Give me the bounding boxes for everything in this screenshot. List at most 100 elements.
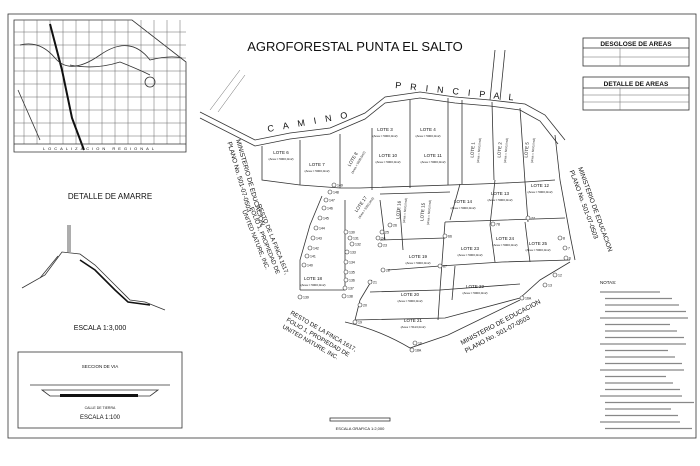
tie-detail: DETALLE DE AMARRE ESCALA 1:3,000 — [21, 192, 166, 332]
lot-label: LOTE 3(Area = 5000,0m2) — [372, 127, 397, 138]
survey-point-marker — [313, 225, 319, 231]
survey-point-label: 139 — [303, 296, 309, 300]
survey-point-label: 21 — [373, 281, 377, 285]
lot-area: (Area = 5000,0m2) — [487, 198, 512, 202]
lot-name: LOTE 14 — [454, 199, 473, 204]
graphic-scale: ESCALA GRAFICA 1:2,000 — [329, 417, 391, 431]
lot-label: LOTE 8(Area = 5000,0m2) — [347, 151, 367, 175]
lot-area: (Area = 5000,0m2) — [372, 134, 397, 138]
lot-label: LOTE 19(Area = 5000,0m2) — [405, 254, 430, 265]
survey-point-label: 143 — [316, 237, 322, 241]
notes-block: NOTAS: — [600, 280, 694, 430]
survey-point-marker — [347, 235, 353, 241]
survey-point-marker — [409, 347, 415, 353]
lot-name: LOTE 24 — [496, 236, 515, 241]
lot-area: (Area = 5000,0m2) — [426, 200, 432, 225]
lot-label: LOTE 16(Area = 5000,0m2) — [395, 198, 408, 223]
survey-point-marker — [562, 245, 568, 251]
lot-name: LOTE 7 — [309, 162, 325, 167]
survey-point-label: 142 — [313, 247, 319, 251]
lot-name: LOTE 23 — [461, 246, 480, 251]
survey-point-label: 134 — [349, 261, 355, 265]
area-detail-table: DETALLE DE AREAS — [582, 76, 690, 111]
notes-title: NOTAS: — [600, 280, 616, 285]
survey-point-marker — [557, 235, 563, 241]
lot-name: LOTE 10 — [379, 153, 398, 158]
survey-point-label: 137 — [348, 287, 354, 291]
survey-point-marker — [349, 241, 355, 247]
lot-name: LOTE 2 — [496, 141, 502, 157]
survey-point-marker — [437, 263, 443, 269]
lot-label: LOTE 7(Area = 5000,0m2) — [304, 162, 329, 173]
survey-point-label: 135 — [349, 271, 355, 275]
lot-label: LOTE 12(Area = 5000,0m2) — [527, 183, 552, 194]
survey-point-marker — [387, 222, 393, 228]
survey-point-marker — [343, 229, 349, 235]
survey-point-marker — [297, 294, 303, 300]
lot-name: LOTE 1 — [469, 141, 475, 157]
lot-area: (Area = 5000,0m2) — [402, 198, 408, 223]
survey-point-label: 141 — [310, 255, 316, 259]
lot-name: LOTE 11 — [424, 153, 442, 158]
lot-label: LOTE 25(Area = 5000,0m2) — [525, 241, 550, 252]
section-road-type: CALLE DE TIERRA — [85, 406, 116, 410]
lot-label: LOTE 10 (Area = 5000,0m2) — [375, 153, 400, 164]
lot-name: LOTE 18 — [304, 276, 323, 281]
survey-point-marker — [379, 229, 385, 235]
lot-label: LOTE 13 (Area = 5000,0m2) — [487, 191, 512, 202]
regional-location-inset: LOCALIZACION REGIONAL — [13, 19, 187, 153]
lot-area: (Area = 5000,0m2) — [415, 134, 440, 138]
lot-name: LOTE 21 — [404, 318, 423, 323]
lot-area: (Area = 5000,0m2) — [375, 160, 400, 164]
survey-point-marker — [321, 205, 327, 211]
lot-label: LOTE 14(Area = 5000,0m2) — [450, 199, 475, 210]
survey-point-label: 25 — [385, 231, 389, 235]
lot-boundaries — [261, 98, 576, 349]
survey-point-marker — [327, 189, 333, 195]
lot-name: LOTE 12 — [531, 183, 550, 188]
survey-point-label: 145 — [323, 217, 329, 221]
survey-point-marker — [563, 255, 569, 261]
survey-point-label: 148 — [333, 191, 339, 195]
lot-name: LOTE 13 — [491, 191, 510, 196]
section-title: SECCION DE VIA — [82, 364, 119, 369]
survey-point-marker — [307, 245, 313, 251]
survey-point-marker — [343, 277, 349, 283]
survey-point-label: 18A — [415, 349, 422, 353]
lot-label: LOTE 15(Area = 5000,0m2) — [419, 200, 432, 225]
survey-point-label: 20 — [363, 304, 367, 308]
survey-point-label: 12 — [558, 274, 562, 278]
survey-point-label: 131 — [353, 237, 359, 241]
neighbor-remainder-bottom: RESTO DE LA FINCA 1617,FOLIO 1, PROPIEDA… — [281, 311, 357, 362]
survey-point-label: 138 — [347, 295, 353, 299]
page-title: AGROFORESTAL PUNTA EL SALTO — [247, 39, 463, 54]
survey-point-marker — [310, 235, 316, 241]
survey-point-label: 130 — [349, 231, 355, 235]
lot-name: LOTE 4 — [420, 127, 436, 132]
survey-point-marker — [342, 285, 348, 291]
survey-point-marker — [323, 197, 329, 203]
lot-area: (Area = 5000,0m2) — [405, 261, 430, 265]
survey-point-marker — [442, 233, 448, 239]
area-breakdown-table: DESGLOSE DE AREAS — [582, 37, 690, 67]
survey-point-marker — [490, 221, 496, 227]
lot-label: LOTE 22(Area = 5000,0m2) — [462, 284, 487, 295]
lot-label: LOTE 23(Area = 5000,0m2) — [457, 246, 482, 257]
survey-point-label: 23 — [383, 244, 387, 248]
lot-area: (Area = 5000,0m2) — [525, 248, 550, 252]
survey-point-label: 149 — [337, 184, 343, 188]
survey-point-label: 147 — [329, 199, 335, 203]
section-scale: ESCALA 1:100 — [80, 415, 121, 421]
lot-area: (Area = 5000,0m2) — [462, 291, 487, 295]
survey-point-marker — [525, 215, 531, 221]
drawing-frame — [7, 13, 697, 439]
breakdown-title: DESGLOSE DE AREAS — [600, 41, 672, 48]
neighbor-remainder-left: RESTO DE LA FINCA 1617,FOLIO 1, PROPIEDA… — [240, 204, 289, 276]
lot-area: (Area = 5000,0m2) — [397, 299, 422, 303]
survey-point-label: 16A — [525, 297, 532, 301]
survey-point-marker — [304, 253, 310, 259]
lot-label: LOTE 6(Area = 5000,0m2) — [268, 150, 293, 161]
